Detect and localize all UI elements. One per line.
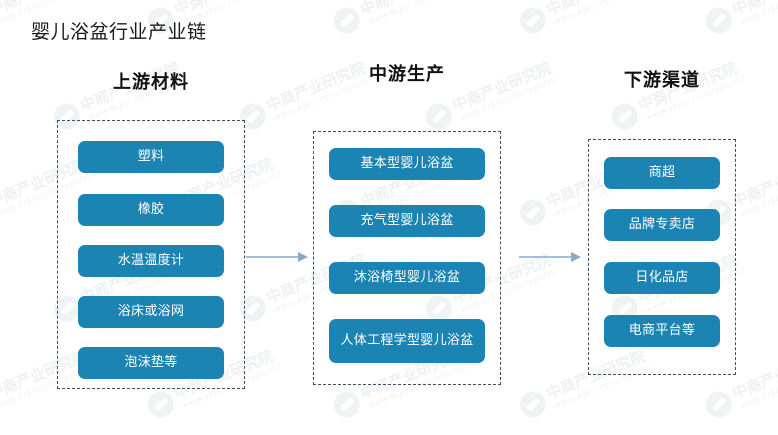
node-downstream-daily-chemical-store[interactable]: 日化品店	[604, 262, 720, 294]
node-midstream-bath-chair-tub[interactable]: 沐浴椅型婴儿浴盆	[329, 262, 485, 294]
node-midstream-inflatable-tub[interactable]: 充气型婴儿浴盆	[329, 205, 485, 237]
page-title: 婴儿浴盆行业产业链	[31, 21, 207, 43]
node-downstream-supermarket[interactable]: 商超	[604, 157, 720, 189]
node-upstream-plastic[interactable]: 塑料	[78, 141, 224, 173]
column-header-midstream: 中游生产	[369, 64, 445, 85]
column-container-upstream	[57, 120, 245, 389]
node-upstream-water-thermometer[interactable]: 水温温度计	[78, 245, 224, 277]
node-midstream-ergonomic-tub[interactable]: 人体工程学型婴儿浴盆	[329, 319, 485, 363]
node-upstream-rubber[interactable]: 橡胶	[78, 194, 224, 226]
column-container-midstream	[313, 131, 501, 385]
node-downstream-brand-store[interactable]: 品牌专卖店	[604, 209, 720, 241]
arrow-upstream-to-midstream	[246, 252, 308, 262]
node-upstream-bath-bed-or-net[interactable]: 浴床或浴网	[78, 296, 224, 328]
arrow-midstream-to-downstream	[519, 252, 581, 262]
column-container-downstream	[588, 139, 736, 375]
node-midstream-basic-tub[interactable]: 基本型婴儿浴盆	[329, 148, 485, 180]
node-downstream-ecommerce-platform[interactable]: 电商平台等	[604, 315, 720, 347]
column-header-upstream: 上游材料	[113, 72, 189, 93]
column-header-downstream: 下游渠道	[624, 70, 700, 91]
node-upstream-foam-pad[interactable]: 泡沫垫等	[78, 347, 224, 379]
